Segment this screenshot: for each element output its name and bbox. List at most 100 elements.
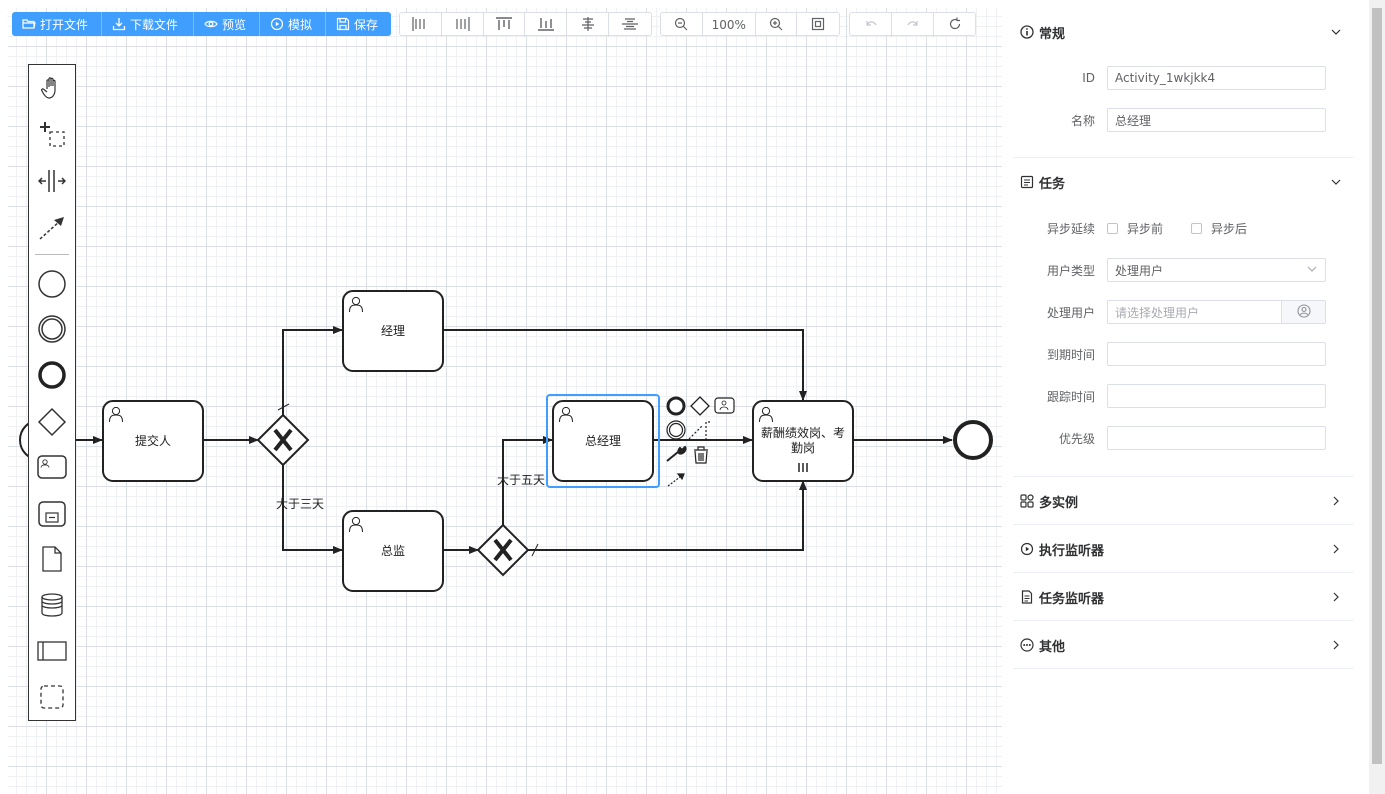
handler-input[interactable]: 请选择处理用户 bbox=[1107, 300, 1282, 324]
zoom-in-button[interactable] bbox=[756, 13, 798, 37]
name-label: 名称 bbox=[1070, 113, 1095, 128]
align-right-button[interactable] bbox=[442, 13, 484, 37]
append-intermediate-event-icon[interactable] bbox=[666, 420, 686, 440]
text-annotation-icon[interactable] bbox=[688, 421, 710, 441]
task-director-label: 总监 bbox=[381, 544, 405, 558]
chevron-down-icon[interactable] bbox=[1329, 175, 1343, 189]
align-bottom-icon bbox=[537, 17, 554, 34]
chevron-right-icon[interactable] bbox=[1329, 590, 1343, 604]
align-middle-icon bbox=[622, 17, 639, 34]
play-circle-icon bbox=[270, 17, 284, 31]
section-task-header[interactable]: 任务 bbox=[1013, 158, 1353, 206]
section-general: 常规 ID Activity_1wkjkk4 名称 总经理 bbox=[1013, 8, 1353, 158]
create-data-store[interactable] bbox=[29, 586, 75, 626]
preview-button[interactable]: 预览 bbox=[194, 12, 260, 36]
align-middle-button[interactable] bbox=[609, 13, 651, 37]
align-left-icon bbox=[412, 16, 428, 34]
task-manager[interactable]: 经理 bbox=[342, 290, 444, 372]
redo-button[interactable] bbox=[892, 13, 934, 37]
section-task-listener-title: 任务监听器 bbox=[1039, 591, 1105, 607]
chevron-right-icon[interactable] bbox=[1329, 542, 1343, 556]
task-general-manager-label: 总经理 bbox=[585, 434, 621, 448]
section-other[interactable]: 其他 bbox=[1013, 621, 1353, 669]
group-icon bbox=[39, 684, 65, 713]
append-end-event-icon[interactable] bbox=[666, 396, 686, 416]
create-user-task[interactable] bbox=[29, 448, 75, 488]
delete-trash-icon[interactable] bbox=[694, 446, 708, 464]
priority-row: 优先级 bbox=[1023, 426, 1353, 450]
task-submitter[interactable]: 提交人 bbox=[102, 400, 204, 482]
chevron-right-icon[interactable] bbox=[1329, 494, 1343, 508]
end-event[interactable] bbox=[953, 420, 993, 460]
align-center-icon bbox=[580, 16, 596, 34]
eye-icon bbox=[204, 17, 218, 31]
create-intermediate-event[interactable] bbox=[29, 310, 75, 350]
create-data-object[interactable] bbox=[29, 540, 75, 580]
zoom-out-button[interactable] bbox=[661, 13, 703, 37]
chevron-right-icon[interactable] bbox=[1329, 638, 1343, 652]
change-type-wrench-icon[interactable] bbox=[666, 445, 687, 462]
section-other-title: 其他 bbox=[1039, 639, 1066, 655]
zoom-level[interactable]: 100% bbox=[703, 13, 756, 37]
append-task-icon[interactable] bbox=[714, 397, 735, 414]
create-group[interactable] bbox=[29, 678, 75, 718]
hand-tool[interactable] bbox=[29, 69, 75, 109]
select-user-button[interactable] bbox=[1282, 300, 1326, 324]
space-tool[interactable] bbox=[29, 162, 75, 202]
align-left-button[interactable] bbox=[400, 13, 442, 37]
gateway-icon bbox=[37, 407, 67, 440]
section-execution-listener[interactable]: 执行监听器 bbox=[1013, 525, 1353, 573]
handler-row: 处理用户 请选择处理用户 bbox=[1023, 300, 1353, 324]
lasso-tool[interactable] bbox=[29, 115, 75, 155]
section-general-header[interactable]: 常规 bbox=[1013, 8, 1353, 56]
follow-up-input[interactable] bbox=[1107, 384, 1326, 408]
align-center-button[interactable] bbox=[567, 13, 610, 37]
scrollbar-thumb[interactable] bbox=[1372, 8, 1382, 764]
async-row: 异步延续 异步前 异步后 bbox=[1023, 216, 1353, 240]
user-type-row: 用户类型 处理用户 bbox=[1023, 258, 1353, 282]
create-subprocess[interactable] bbox=[29, 495, 75, 535]
create-pool[interactable] bbox=[29, 632, 75, 672]
async-before-checkbox[interactable]: 异步前 bbox=[1107, 220, 1163, 237]
panel-scrollbar[interactable] bbox=[1369, 0, 1385, 794]
condition-label-three-days: 大于三天 bbox=[276, 497, 324, 511]
create-gateway[interactable] bbox=[29, 403, 75, 443]
user-type-select[interactable]: 处理用户 bbox=[1107, 258, 1326, 282]
priority-input[interactable] bbox=[1107, 426, 1326, 450]
sequence-flows[interactable] bbox=[60, 326, 953, 554]
exclusive-gateway-2[interactable] bbox=[476, 523, 530, 577]
context-pad[interactable] bbox=[666, 396, 735, 487]
task-general-manager[interactable]: 总经理 bbox=[546, 394, 660, 488]
section-task-listener[interactable]: 任务监听器 bbox=[1013, 573, 1353, 621]
create-end-event[interactable] bbox=[29, 356, 75, 396]
connect-arrow-icon[interactable] bbox=[667, 473, 685, 487]
fit-viewport-button[interactable] bbox=[797, 13, 839, 37]
section-multi-instance[interactable]: 多实例 bbox=[1013, 477, 1353, 525]
id-input[interactable]: Activity_1wkjkk4 bbox=[1107, 66, 1326, 90]
task-salary-attendance[interactable]: 薪酬绩效岗、考 勤岗 bbox=[752, 400, 854, 482]
due-date-input[interactable] bbox=[1107, 342, 1326, 366]
chevron-down-icon[interactable] bbox=[1329, 25, 1343, 39]
async-after-checkbox[interactable]: 异步后 bbox=[1191, 220, 1247, 237]
create-start-event[interactable] bbox=[29, 265, 75, 305]
follow-up-label: 跟踪时间 bbox=[1046, 389, 1095, 404]
download-file-button[interactable]: 下载文件 bbox=[102, 12, 194, 36]
simulate-button[interactable]: 模拟 bbox=[260, 12, 326, 36]
align-right-icon bbox=[454, 16, 470, 34]
simulate-label: 模拟 bbox=[288, 17, 313, 32]
name-input[interactable]: 总经理 bbox=[1107, 108, 1326, 132]
open-file-button[interactable]: 打开文件 bbox=[12, 12, 102, 36]
bpmn-diagram[interactable]: 提交人 经理 总监 总经理 薪酬绩效岗、考 勤岗 bbox=[0, 0, 1003, 794]
align-bottom-button[interactable] bbox=[525, 13, 568, 37]
undo-button[interactable] bbox=[850, 13, 892, 37]
task-director[interactable]: 总监 bbox=[342, 510, 444, 592]
save-button[interactable]: 保存 bbox=[326, 12, 391, 36]
data-object-icon bbox=[40, 545, 64, 576]
append-gateway-icon[interactable] bbox=[690, 396, 710, 416]
exclusive-gateway-1[interactable] bbox=[256, 413, 310, 467]
align-top-button[interactable] bbox=[484, 13, 526, 37]
reset-button[interactable] bbox=[934, 13, 975, 37]
section-multi-instance-title: 多实例 bbox=[1039, 495, 1079, 511]
global-connect-tool[interactable] bbox=[29, 208, 75, 248]
refresh-icon bbox=[948, 17, 962, 34]
